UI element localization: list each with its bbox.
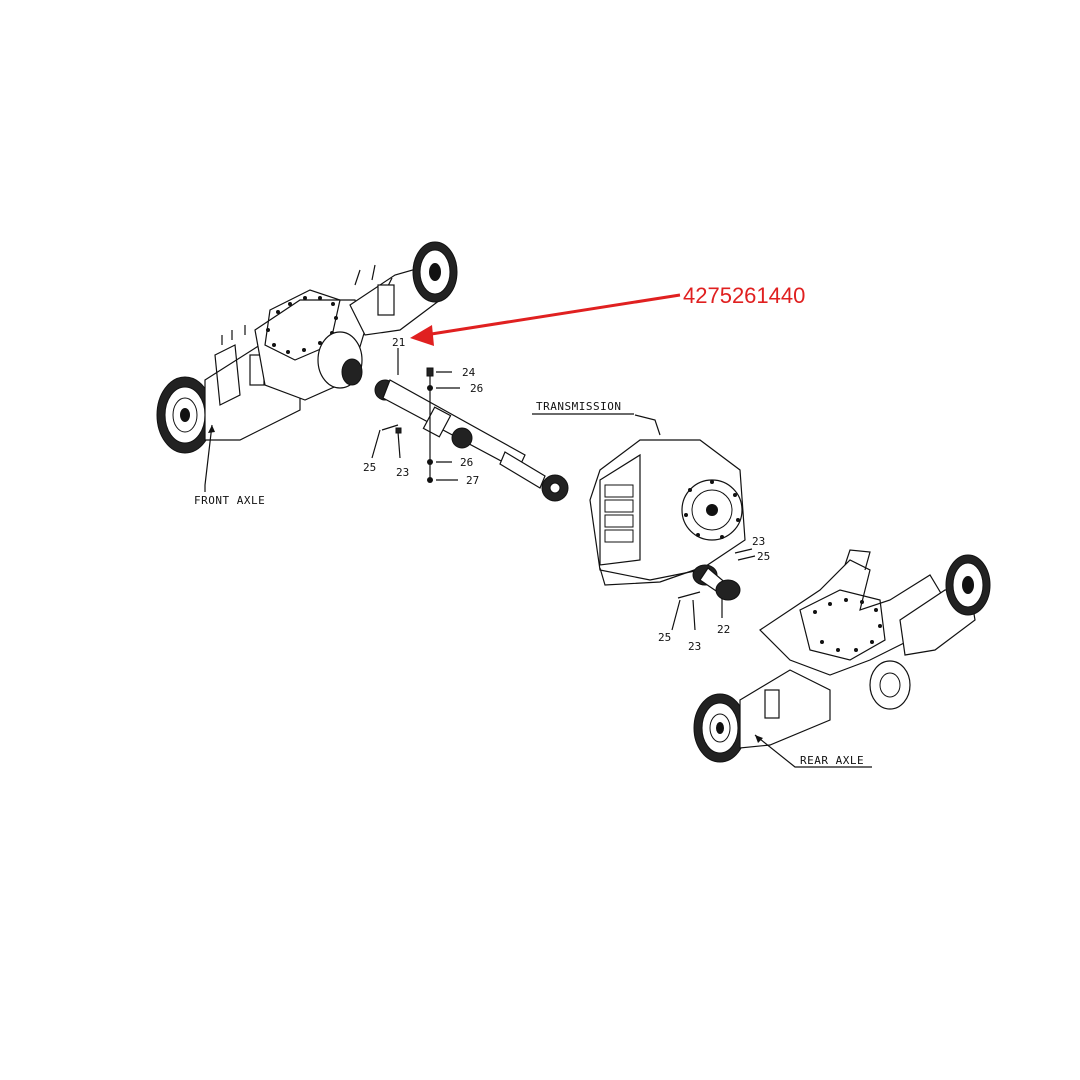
front-right-hub xyxy=(412,241,458,303)
callout-26-top: 26 xyxy=(470,382,483,395)
callout-23-front: 23 xyxy=(396,466,409,479)
callout-25-rear-top: 25 xyxy=(757,550,770,563)
transmission-drawing xyxy=(589,414,746,586)
callout-23-rear: 23 xyxy=(688,640,701,653)
callout-21: 21 xyxy=(392,336,405,349)
rear-axle-drawing xyxy=(693,549,991,768)
callout-25-front: 25 xyxy=(363,461,376,474)
callout-27: 27 xyxy=(466,474,479,487)
callout-24: 24 xyxy=(462,366,476,379)
front-axle-drawing xyxy=(156,241,458,492)
fastener-stack xyxy=(371,367,460,483)
transmission-label: TRANSMISSION xyxy=(536,400,621,413)
rear-left-hub xyxy=(693,693,747,763)
driveshaft-22 xyxy=(671,548,756,631)
rear-axle-label: REAR AXLE xyxy=(800,754,864,767)
callout-22: 22 xyxy=(717,623,730,636)
front-axle-label: FRONT AXLE xyxy=(194,494,265,507)
callout-25-rear: 25 xyxy=(658,631,671,644)
part-number-arrow xyxy=(410,293,681,346)
part-number-label: 4275261440 xyxy=(683,283,805,308)
rear-right-hub xyxy=(945,554,991,616)
callout-26-bottom: 26 xyxy=(460,456,473,469)
callout-23-rear-top: 23 xyxy=(752,535,765,548)
